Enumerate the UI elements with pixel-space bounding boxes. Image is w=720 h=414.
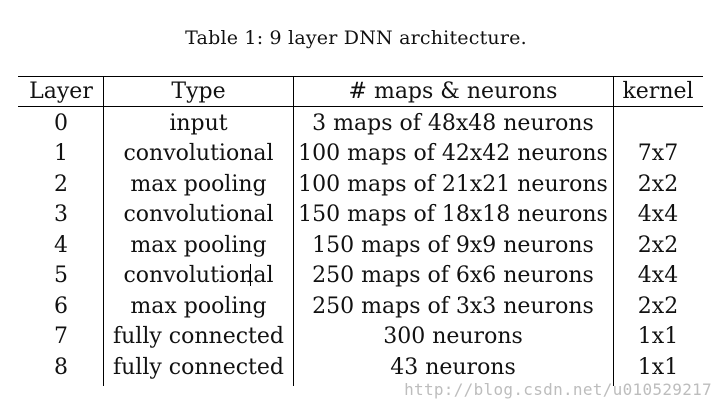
column-divider-maps-kernel [613, 76, 614, 386]
cell-layer: 2 [54, 172, 68, 197]
cell-type: max pooling [130, 294, 267, 319]
cell-type: input [169, 111, 228, 136]
cell-kernel: 4x4 [637, 263, 679, 288]
cell-layer: 8 [54, 355, 68, 380]
cell-type: convolutional [123, 202, 274, 227]
cell-maps: 150 maps of 18x18 neurons [298, 202, 608, 227]
cell-maps: 300 neurons [383, 324, 523, 349]
header-type: Type [171, 79, 226, 104]
cell-kernel: 1x1 [637, 355, 679, 380]
cell-kernel: 2x2 [637, 172, 679, 197]
cell-kernel: 4x4 [637, 202, 679, 227]
cell-maps: 250 maps of 3x3 neurons [312, 294, 594, 319]
header-layer: Layer [29, 79, 93, 104]
text-cursor [250, 264, 251, 286]
cell-maps: 43 neurons [390, 355, 516, 380]
cell-maps: 150 maps of 9x9 neurons [312, 233, 594, 258]
header-rule [18, 106, 703, 107]
cell-kernel: 2x2 [637, 294, 679, 319]
cell-type: convolutional [123, 141, 274, 166]
cell-type: convolutional [123, 263, 274, 288]
cell-maps: 100 maps of 21x21 neurons [298, 172, 608, 197]
cell-kernel: 1x1 [637, 324, 679, 349]
cell-layer: 6 [54, 294, 68, 319]
cell-maps: 100 maps of 42x42 neurons [298, 141, 608, 166]
column-divider-layer-type [103, 76, 104, 386]
table-caption: Table 1: 9 layer DNN architecture. [185, 27, 527, 49]
cell-kernel: 7x7 [637, 141, 679, 166]
column-divider-type-maps [293, 76, 294, 386]
cell-layer: 1 [54, 141, 68, 166]
cell-layer: 0 [54, 111, 68, 136]
top-rule [18, 76, 703, 77]
cell-maps: 250 maps of 6x6 neurons [312, 263, 594, 288]
cell-layer: 3 [54, 202, 68, 227]
watermark: http://blog.csdn.net/u010529217 [404, 380, 712, 399]
header-kernel: kernel [622, 79, 694, 104]
cell-type: max pooling [130, 172, 267, 197]
cell-layer: 7 [54, 324, 68, 349]
cell-maps: 3 maps of 48x48 neurons [312, 111, 594, 136]
cell-kernel [613, 110, 703, 140]
header-maps-neurons: # maps & neurons [348, 79, 558, 104]
cell-type: max pooling [130, 233, 267, 258]
cell-kernel: 2x2 [637, 233, 679, 258]
cell-type: fully connected [113, 355, 284, 380]
cell-type: fully connected [113, 324, 284, 349]
cell-layer: 4 [54, 233, 68, 258]
cell-layer: 5 [54, 263, 68, 288]
